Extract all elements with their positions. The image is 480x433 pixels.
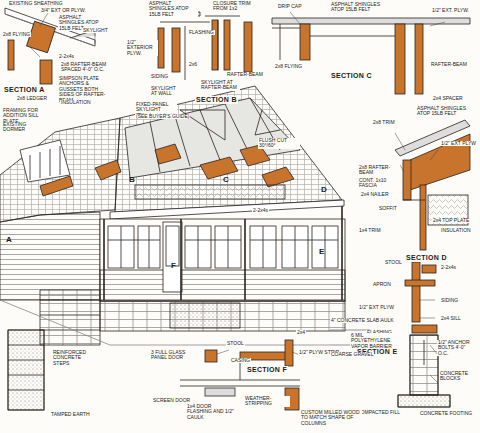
part-label: EXISTING DORMER [2, 122, 38, 133]
part-label: 2x4 [296, 330, 306, 335]
part-label: RAFTER-BEAM [226, 72, 264, 77]
section-title: SECTION D [405, 254, 448, 262]
part-label: 1/2" EXT PLYW [358, 305, 395, 310]
part-label: FIXED-PANEL SKYLIGHT [135, 102, 177, 113]
section-title: SECTION B [195, 96, 238, 104]
part-label: 2-2x4s [58, 54, 75, 59]
part-label: STOOL [384, 260, 403, 265]
section-callout-letter: C [222, 176, 230, 185]
part-label: 2-2x4s [440, 265, 457, 270]
part-label: INSULATION [60, 100, 92, 105]
part-label: 2x8 RAFTER-BEAM [358, 165, 400, 176]
part-label: 2x4 SILL [440, 316, 462, 321]
part-label: TAMPED EARTH [50, 412, 91, 417]
part-label: 6 MIL POLYETHYLENE VAPOR BARRIER [350, 333, 397, 349]
part-label: ASPHALT SHINGLES ATOP 15LB FELT [330, 2, 382, 13]
section-title: SECTION C [330, 72, 373, 80]
part-label: CONT. 1x10 FASCIA [358, 178, 400, 189]
section-callout-letter: F [170, 262, 177, 271]
part-label: 1/2" ANCHOR BOLTS 4'-0" O.C. [437, 340, 477, 356]
part-label: 2x6 [188, 62, 198, 67]
part-label: 2-2x4s [252, 208, 269, 213]
section-callout-letter: B [128, 176, 136, 185]
part-label: 2x8 RAFTER-BEAM SPACED 4'-0" O.C. [60, 62, 112, 73]
part-label: RAFTER-BEAM [430, 62, 468, 67]
part-label: SKYLIGHT AT WALL [150, 86, 182, 97]
part-label: 1/2" EXT PLYW [440, 141, 477, 146]
part-label: 3 FULL GLASS PANEL DOOR [150, 350, 202, 361]
section-title: SECTION F [246, 366, 288, 374]
section-callout-letter: A [5, 236, 13, 245]
part-label: WEATHER-STRIPPING [244, 396, 290, 407]
part-label: SKYLIGHT [82, 28, 109, 33]
part-label: CONCRETE BLOCKS [439, 371, 477, 382]
part-label: ASPHALT SHINGLES ATOP 15LB FELT [416, 106, 476, 117]
part-label: 3/4" EXT OR PLYW. [40, 8, 87, 13]
section-callout-letter: D [320, 186, 328, 195]
part-label: STOOL [226, 341, 245, 346]
part-label: CUSTOM MILLED WOOD TO MATCH SHAPE OF COL… [300, 410, 362, 426]
part-label: SIDING [440, 298, 459, 303]
part-label: (SEE BUYER'S GUIDE) [135, 114, 190, 119]
part-label: SKYLIGHT AT RAFTER-BEAM [200, 80, 240, 91]
part-label: 2x8 TRIM [372, 120, 396, 125]
part-label: DRIP CAP [277, 4, 303, 9]
part-label: EXISTING SHEATHING [8, 1, 64, 6]
part-label: INSULATION [440, 228, 472, 233]
part-label: SIMPSON PLATE ANCHORS & GUSSETS BOTH SID… [58, 76, 112, 103]
part-label: 1/2" EXT. PLYW. [431, 8, 477, 13]
part-label: SIDING [150, 74, 169, 79]
part-label: REINFORCED CONCRETE STEPS [52, 350, 94, 366]
part-label: APRON [372, 282, 392, 287]
part-label: 2x8 FLYING [274, 64, 303, 69]
part-label: CONCRETE FOOTING [419, 411, 477, 416]
part-label: 1x4 TRIM [358, 228, 382, 233]
section-callout-letter: E [318, 248, 325, 257]
part-label: CASING [230, 358, 251, 363]
part-label: SCREEN DOOR [152, 398, 191, 403]
part-label: 2x4 NAILER [360, 192, 390, 197]
part-label: 2x4 TOP PLATE [432, 218, 470, 223]
part-label: COARSE GRAVEL [330, 352, 374, 357]
part-label: ASPHALT SHINGLES ATOP 15LB FELT [148, 1, 198, 17]
part-label: 1/2" EXTERIOR PLYW. [126, 40, 158, 56]
part-label: SOFFIT [378, 206, 398, 211]
part-label: COMPACTED FILL [356, 410, 401, 415]
part-label: 2x8 FLYING [2, 32, 31, 37]
part-label: FLASHING [188, 30, 215, 35]
part-label: 4" CONCRETE SLAB [330, 318, 380, 323]
part-label: CLOSURE TRIM FROM 1x2 [212, 1, 254, 12]
part-label: 1x4 DOOR FLASHING AND 1/2" CAULK [186, 404, 236, 420]
part-label: 2x8 LEDGER [16, 96, 48, 101]
section-title: SECTION A [3, 86, 46, 94]
part-label: 2x4 SPACER [432, 96, 464, 101]
part-label: FLUSH CUT 30°/60° [258, 138, 300, 149]
